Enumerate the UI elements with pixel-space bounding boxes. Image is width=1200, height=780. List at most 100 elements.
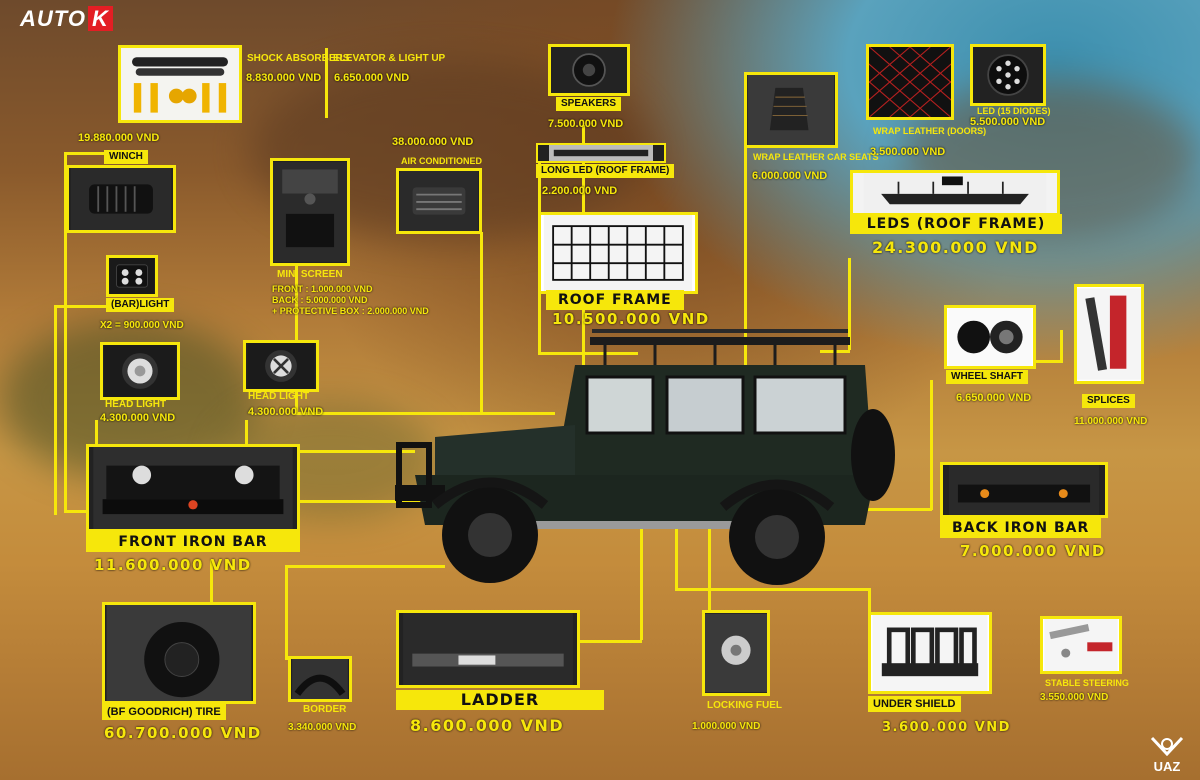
mini-screen-box-price: + PROTECTIVE BOX : 2.000.000 VND [272,306,429,316]
led-15-diodes-label: LED (15 DIODES) [977,106,1051,116]
bar-light-image [106,255,158,297]
stable-steering-label: STABLE STEERING [1045,678,1129,688]
air-conditioned-label: AIR CONDITIONED [401,156,482,166]
leds-roof-frame-image [850,170,1060,216]
head-light-image-2 [243,340,319,392]
tire-image [102,602,256,704]
car-seats-label: WRAP LEATHER CAR SEATS [753,152,879,162]
connector [64,152,104,155]
air-conditioned-image [396,168,482,234]
led-15-diodes-price: 5.500.000 VND [970,116,1046,128]
bar-light-label: (BAR)LIGHT [106,298,175,312]
car-seats-price: 6.000.000 VND [752,170,828,182]
uaz-logo: UAZ [1150,736,1184,774]
connector [54,305,106,308]
connector [675,500,678,590]
ladder-label: LADDER [396,690,604,710]
car-seats-image [744,72,838,148]
mini-screen-front-price: FRONT : 1.000.000 VND [272,284,373,294]
connector [538,352,638,355]
roof-frame-label: ROOF FRAME [546,290,684,310]
front-iron-bar-image [86,444,300,532]
head-light-label-1: HEAD LIGHT [105,399,167,410]
under-shield-label: UNDER SHIELD [868,696,961,712]
connector [64,510,94,513]
wrap-leather-doors-price: 3.500.000 VND [870,146,946,158]
wrap-leather-doors-image [866,44,954,120]
connector [210,560,213,605]
splices-price: 11.000.000 VND [1074,416,1148,427]
leds-roof-frame-price: 24.300.000 VND [872,238,1039,257]
connector [708,480,711,610]
connector [848,258,851,350]
bar-light-price: X2 = 900.000 VND [100,320,184,331]
back-iron-bar-image [940,462,1108,518]
tire-label: (BF GOODRICH) TIRE [102,704,226,720]
leds-roof-frame-label: LEDS (ROOF FRAME) [850,214,1062,234]
border-price: 3.340.000 VND [288,722,357,733]
connector [295,412,555,415]
uaz-hunter-car [395,325,895,585]
connector [640,485,643,640]
long-led-price: 2.200.000 VND [542,185,618,197]
mini-screen-label: MINI SCREEN [277,269,343,280]
speakers-image [548,44,630,96]
connector [285,565,445,568]
head-light-image-1 [100,342,180,400]
led-15-diodes-image [970,44,1046,106]
border-label: BORDER [303,704,347,715]
shock-absorbers-price: 8.830.000 VND [246,72,322,84]
connector [580,640,642,643]
under-shield-price: 3.600.000 VND [882,720,1011,735]
elevator-label: ELEVATOR & LIGHT UP [333,53,446,64]
wheel-shaft-image [944,305,1036,369]
winch-label: WINCH [104,150,148,164]
air-conditioned-price: 38.000.000 VND [392,136,474,148]
mini-screen-image [270,158,350,266]
wheel-shaft-price: 6.650.000 VND [956,392,1032,404]
speakers-label: SPEAKERS [556,97,622,111]
front-iron-bar-price: 11.600.000 VND [94,556,252,574]
roof-frame-price: 10.500.000 VND [552,310,710,328]
uaz-emblem-icon [1150,736,1184,757]
roof-frame-image [538,212,698,294]
wrap-leather-doors-label: WRAP LEATHER (DOORS) [873,126,987,136]
divider [325,48,328,118]
stable-steering-price: 3.550.000 VND [1040,692,1109,703]
mini-screen-back-price: BACK : 5.000.000 VND [272,295,368,305]
connector [868,588,871,616]
wheel-shaft-label: WHEEL SHAFT [946,370,1029,384]
splices-image [1074,284,1144,384]
border-image [288,656,352,702]
connector [215,500,435,503]
head-light-price-2: 4.300.000 VND [248,406,324,418]
connector [744,72,747,392]
locking-fuel-price: 1.000.000 VND [692,721,761,732]
head-light-price-1: 4.300.000 VND [100,412,176,424]
splices-label: SPLICES [1082,394,1135,408]
connector [480,232,483,414]
winch-image [66,165,176,233]
tire-price: 60.700.000 VND [104,724,262,742]
long-led-image [536,143,666,163]
shock-absorbers-label: SHOCK ABSORBERS [247,53,350,64]
long-led-label: LONG LED (ROOF FRAME) [536,164,675,178]
back-iron-bar-label: BACK IRON BAR [940,518,1102,538]
uaz-text: UAZ [1153,759,1181,774]
connector [64,152,67,512]
connector [95,420,98,450]
locking-fuel-label: LOCKING FUEL [707,700,782,711]
locking-fuel-image [702,610,770,696]
connector [285,565,288,660]
front-iron-bar-label: FRONT IRON BAR [86,532,300,552]
stable-steering-image [1040,616,1122,674]
shock-absorbers-image [118,45,242,123]
ladder-price: 8.600.000 VND [410,716,565,735]
connector [675,588,870,591]
speakers-price: 7.500.000 VND [548,118,624,130]
head-light-label-2: HEAD LIGHT [248,391,310,402]
winch-price: 19.880.000 VND [78,132,160,144]
back-iron-bar-price: 7.000.000 VND [960,542,1106,560]
elevator-price: 6.650.000 VND [334,72,410,84]
